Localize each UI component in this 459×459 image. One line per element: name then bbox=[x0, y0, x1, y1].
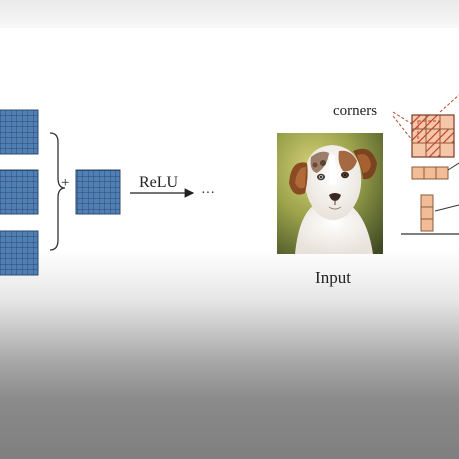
ellipsis: ··· bbox=[201, 186, 215, 201]
horizontal-cell-row bbox=[411, 166, 449, 180]
corner-feature-block bbox=[411, 114, 455, 158]
feature-map-middle bbox=[0, 169, 39, 215]
right-connectors bbox=[434, 162, 459, 212]
feature-map-top bbox=[0, 109, 39, 155]
relu-label: ReLU bbox=[139, 174, 179, 191]
vertical-cell-column bbox=[420, 194, 434, 232]
curly-brace bbox=[49, 132, 66, 251]
dashed-connectors bbox=[392, 94, 459, 141]
bias-feature-map bbox=[75, 169, 121, 215]
feature-map-bottom bbox=[0, 230, 39, 276]
dog-illustration bbox=[277, 133, 383, 254]
corners-label: corners bbox=[333, 103, 377, 119]
top-band bbox=[0, 0, 459, 28]
input-dog-photo bbox=[277, 133, 383, 254]
input-label: Input bbox=[315, 268, 351, 287]
plus-sign: + bbox=[61, 175, 69, 191]
